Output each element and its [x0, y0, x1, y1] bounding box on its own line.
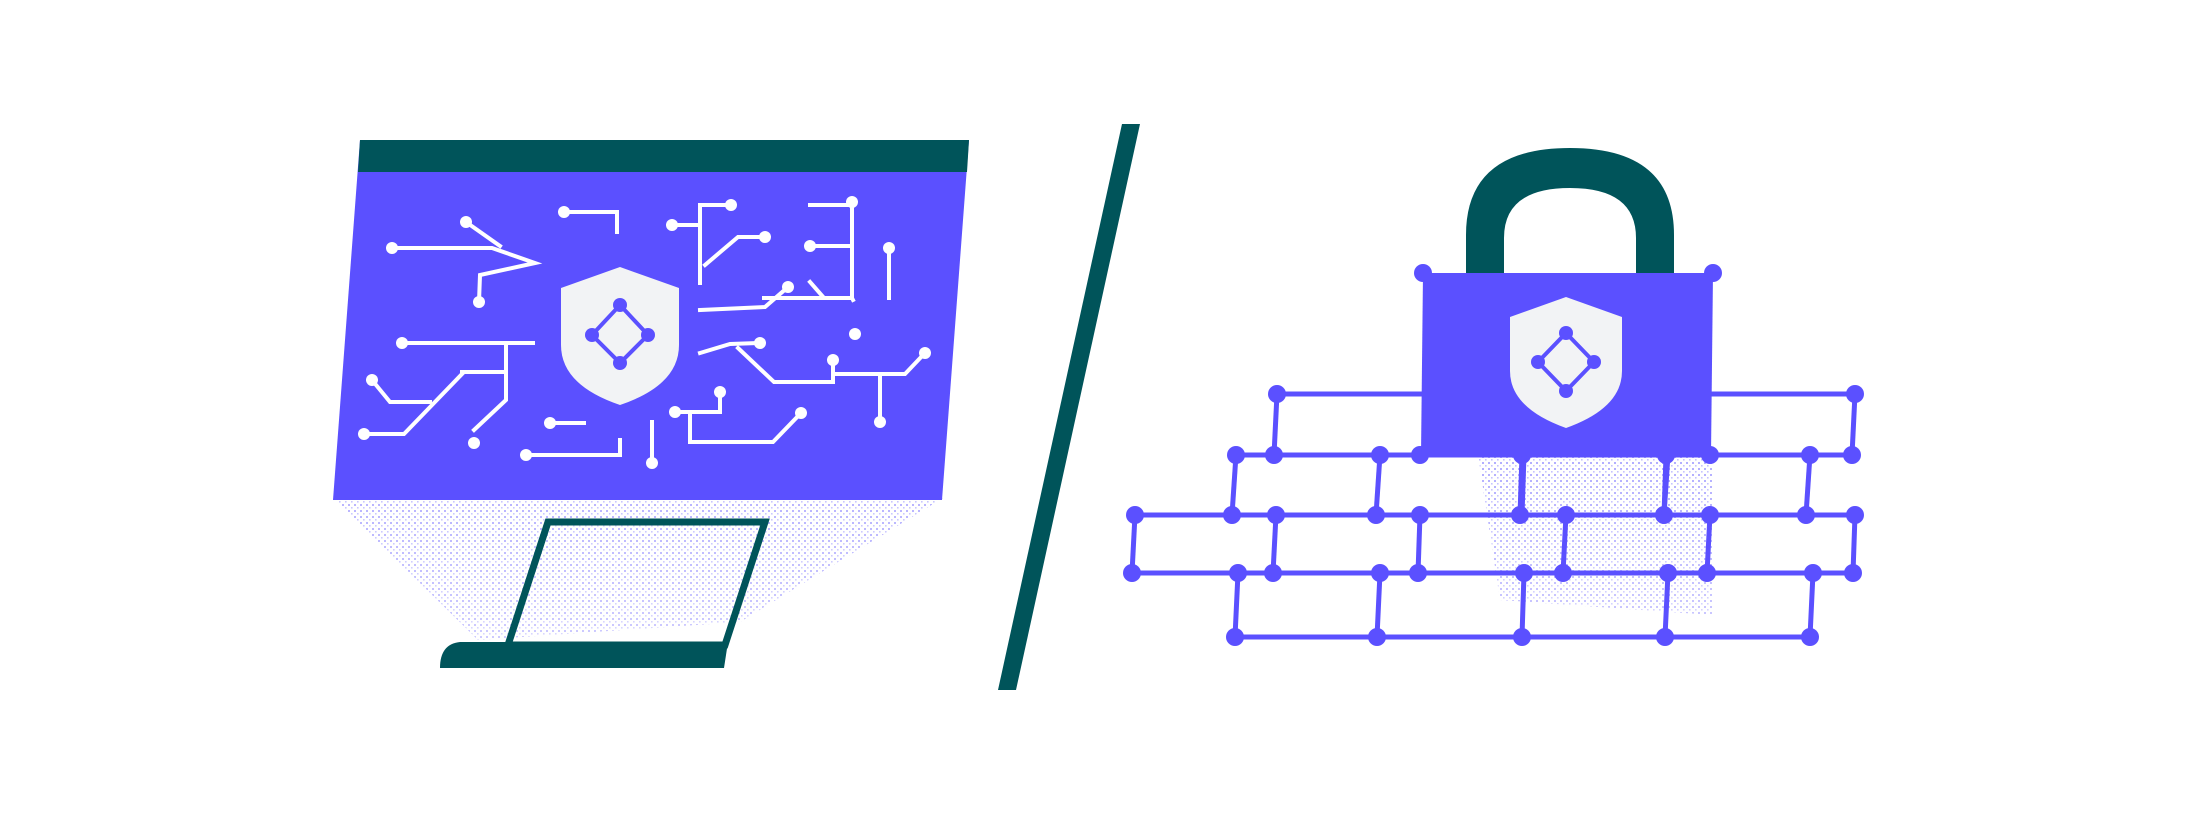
slash-divider: [998, 124, 1140, 690]
lock-projection-dots: [1478, 455, 1712, 615]
monitor-top-bar: [358, 140, 969, 172]
monitor-illustration: [333, 140, 969, 668]
lock-shield-icon: [1510, 297, 1622, 428]
lock-drip-lines: [1519, 454, 1671, 516]
circuit-nodes: [358, 196, 931, 469]
circuit-lines: [362, 203, 928, 465]
screen-projection-dots: [333, 498, 943, 640]
shield-icon: [561, 267, 679, 405]
laptop-base: [440, 642, 728, 668]
firewall-illustration: [1123, 148, 1864, 646]
